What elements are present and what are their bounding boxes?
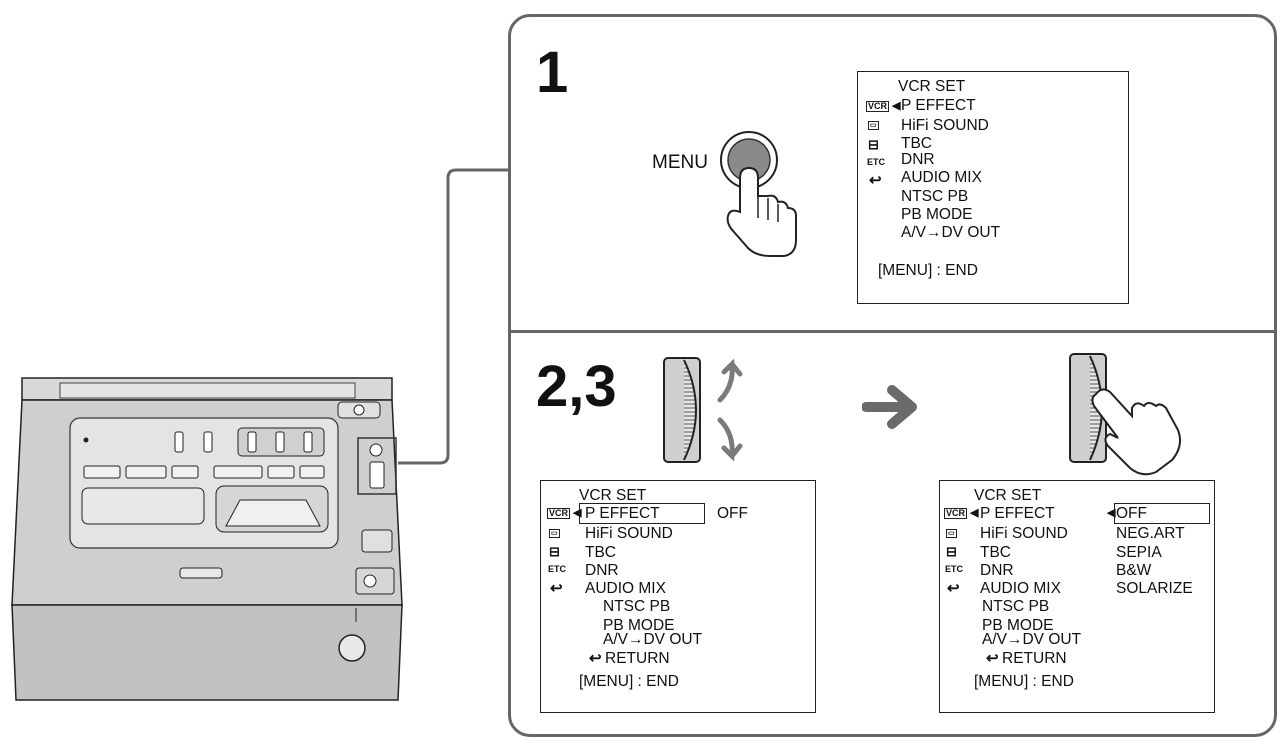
menu-item: P EFFECT	[901, 97, 976, 114]
menu-item: PB MODE	[982, 617, 1054, 634]
menu-screen-step3: VCR SET VCR ◀ ▭ ⊟ ETC ↩ P EFFECT HiFi SO…	[939, 480, 1215, 713]
toolbox-icon: ⊟	[946, 544, 957, 559]
jog-dial-rotate	[663, 357, 743, 463]
screen-footer: [MENU] : END	[974, 673, 1074, 690]
menu-item: AUDIO MIX	[901, 169, 982, 186]
selection-highlight	[1114, 503, 1210, 524]
menu-item: TBC	[585, 544, 616, 561]
option-item: B&W	[1116, 562, 1152, 579]
menu-item: RETURN	[1002, 650, 1067, 667]
menu-screen-step1: VCR SET VCR ◀ ▭ ⊟ ETC ↩ P EFFECT HiFi SO…	[857, 71, 1129, 304]
menu-item: A/V→DV OUT	[982, 631, 1082, 648]
return-icon: ↩	[986, 650, 999, 667]
menu-item: A/V→DV OUT	[901, 224, 1001, 241]
menu-item: TBC	[901, 135, 932, 152]
step-1-number: 1	[536, 40, 569, 105]
screen-title: VCR SET	[579, 487, 647, 504]
down-arrow-icon	[717, 417, 743, 462]
option-item: OFF	[1116, 505, 1147, 522]
menu-item: NTSC PB	[982, 598, 1050, 615]
return-icon: ↩	[869, 172, 882, 189]
up-arrow-icon	[717, 358, 743, 403]
selector-arrow-icon: ◀	[892, 100, 901, 112]
menu-button-label: MENU	[652, 152, 708, 173]
option-item: SEPIA	[1116, 544, 1162, 561]
camera-icon: ▭	[549, 529, 560, 538]
menu-item: NTSC PB	[901, 188, 969, 205]
current-value: OFF	[717, 505, 748, 522]
camera-icon: ▭	[946, 529, 957, 538]
jog-dial-press	[1069, 353, 1181, 476]
selection-highlight	[579, 503, 705, 524]
return-icon: ↩	[550, 580, 563, 597]
menu-item: RETURN	[605, 650, 670, 667]
etc-icon: ETC	[867, 157, 885, 167]
menu-item: DNR	[901, 151, 935, 168]
menu-item: DNR	[585, 562, 619, 579]
menu-screen-step2: VCR SET VCR ◀ ▭ ⊟ ETC ↩ P EFFECT OFF HiF…	[540, 480, 816, 713]
pressing-hand-icon	[1091, 388, 1181, 476]
option-item: SOLARIZE	[1116, 580, 1193, 597]
menu-item: A/V→DV OUT	[603, 631, 703, 648]
screen-title: VCR SET	[898, 78, 966, 95]
selector-arrow-icon: ◀	[1107, 507, 1116, 519]
step-divider	[508, 330, 1277, 333]
menu-button-press	[720, 131, 797, 257]
return-icon: ↩	[947, 580, 960, 597]
option-item: NEG.ART	[1116, 525, 1185, 542]
step-23-number: 2,3	[536, 354, 617, 419]
vcr-icon: VCR	[866, 101, 890, 112]
menu-item: PB MODE	[603, 617, 675, 634]
menu-item: NTSC PB	[603, 598, 671, 615]
toolbox-icon: ⊟	[549, 544, 560, 559]
next-arrow-icon	[862, 385, 917, 429]
finger-hand-icon	[726, 166, 797, 257]
menu-item: HiFi SOUND	[980, 525, 1068, 542]
vcr-icon: VCR	[944, 508, 968, 519]
etc-icon: ETC	[548, 564, 566, 574]
toolbox-icon: ⊟	[868, 137, 879, 152]
return-icon: ↩	[589, 650, 602, 667]
menu-item: P EFFECT	[980, 505, 1055, 522]
menu-item: DNR	[980, 562, 1014, 579]
device-illustration	[11, 377, 403, 701]
camera-icon: ▭	[868, 121, 879, 130]
vcr-icon: VCR	[547, 508, 571, 519]
menu-item: TBC	[980, 544, 1011, 561]
menu-item: AUDIO MIX	[980, 580, 1061, 597]
screen-footer: [MENU] : END	[878, 262, 978, 279]
etc-icon: ETC	[945, 564, 963, 574]
selector-arrow-icon: ◀	[573, 507, 582, 519]
menu-item: HiFi SOUND	[901, 117, 989, 134]
menu-item: AUDIO MIX	[585, 580, 666, 597]
menu-item: PB MODE	[901, 206, 973, 223]
menu-item: HiFi SOUND	[585, 525, 673, 542]
screen-title: VCR SET	[974, 487, 1042, 504]
screen-footer: [MENU] : END	[579, 673, 679, 690]
selector-arrow-icon: ◀	[970, 507, 979, 519]
menu-item: P EFFECT	[585, 505, 660, 522]
